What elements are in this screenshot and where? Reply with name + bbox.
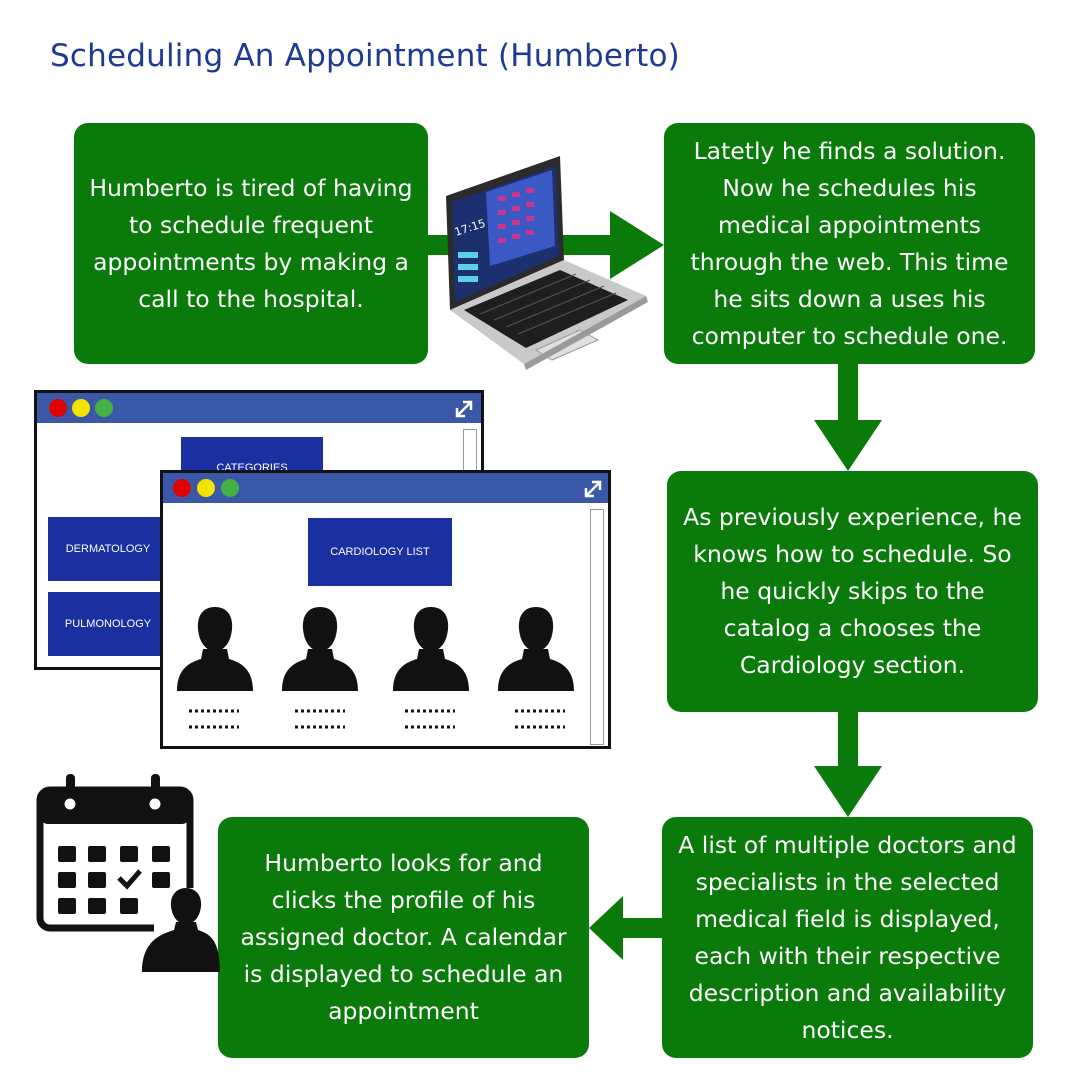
- laptop-icon: 17:15: [446, 156, 648, 370]
- maximize-dot-icon: [221, 479, 239, 497]
- minimize-dot-icon: [197, 479, 215, 497]
- step-box-1: Humberto is tired of having to schedule …: [74, 123, 428, 364]
- doctor-silhouette-icon: [498, 607, 574, 691]
- close-dot-icon: [173, 479, 191, 497]
- step-5-text: Humberto looks for and clicks the profil…: [240, 849, 567, 1025]
- doctor-description-placeholder: [515, 709, 565, 729]
- arrow-down-icon: [814, 364, 882, 471]
- step-4-text: A list of multiple doctors and specialis…: [678, 830, 1017, 1044]
- doctor-description-placeholder: [405, 709, 455, 729]
- expand-icon: [455, 400, 473, 418]
- doctor-silhouette-icon: [393, 607, 469, 691]
- step-2-text: Latetly he finds a solution. Now he sche…: [690, 136, 1009, 350]
- calendar-user-icon: [36, 774, 220, 972]
- step-3-text: As previously experience, he knows how t…: [683, 503, 1022, 679]
- pulmonology-tile: PULMONOLOGY: [48, 592, 168, 656]
- dermatology-tile: DERMATOLOGY: [48, 517, 168, 581]
- minimize-dot-icon: [72, 399, 90, 417]
- arrow-left-icon: [589, 896, 662, 960]
- step-box-5: Humberto looks for and clicks the profil…: [218, 817, 589, 1058]
- close-dot-icon: [49, 399, 67, 417]
- doctor-silhouette-icon: [177, 607, 253, 691]
- step-box-4: A list of multiple doctors and specialis…: [662, 817, 1033, 1058]
- cardiology-window: CARDIOLOGY LIST: [160, 470, 611, 749]
- doctor-description-placeholder: [189, 709, 239, 729]
- expand-icon: [584, 480, 602, 498]
- page-title: Scheduling An Appointment (Humberto): [50, 38, 680, 74]
- scrollbar: [590, 509, 604, 745]
- arrow-down-icon: [814, 712, 882, 817]
- step-box-2: Latetly he finds a solution. Now he sche…: [664, 123, 1035, 364]
- step-1-text: Humberto is tired of having to schedule …: [89, 173, 413, 313]
- cardiology-list-tile: CARDIOLOGY LIST: [308, 518, 452, 586]
- doctor-description-placeholder: [295, 709, 345, 729]
- step-box-3: As previously experience, he knows how t…: [667, 471, 1038, 712]
- maximize-dot-icon: [95, 399, 113, 417]
- doctor-silhouette-icon: [282, 607, 358, 691]
